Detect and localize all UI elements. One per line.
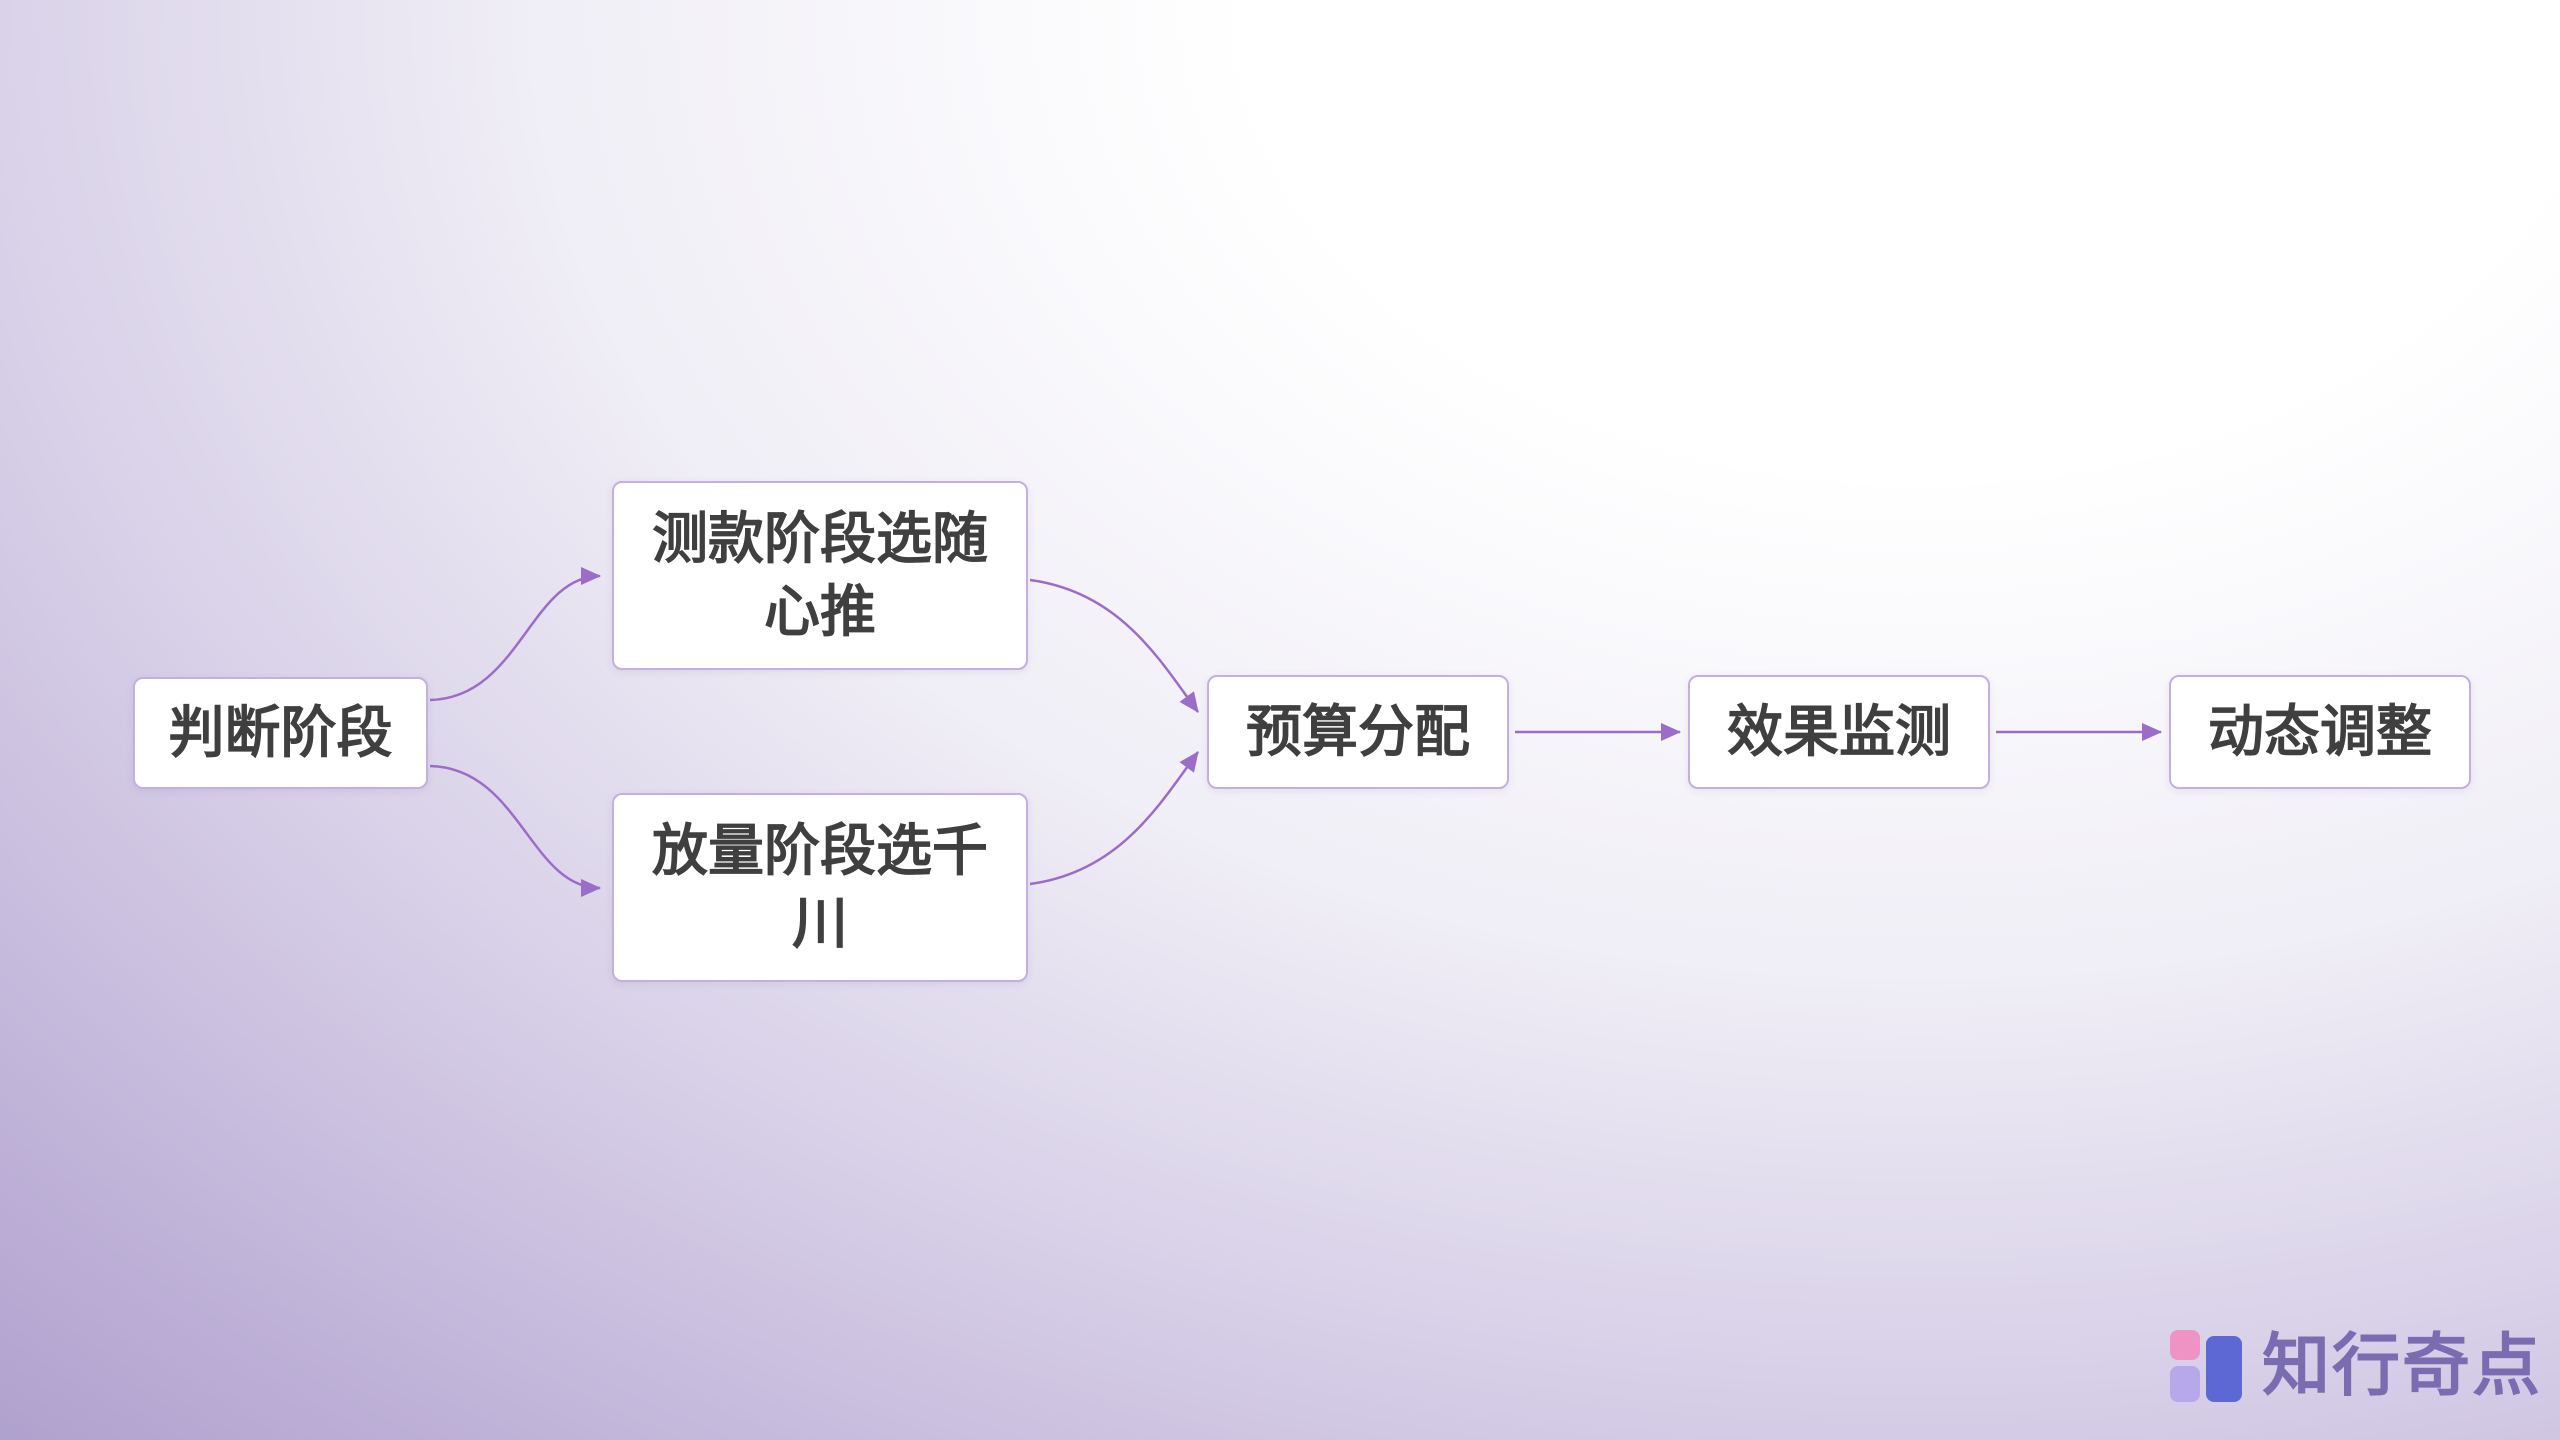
flow-node-dynamic-adjustment: 动态调整 — [2169, 675, 2471, 789]
flow-node-label: 测款阶段选随心推 — [652, 506, 988, 643]
flow-node-effect-monitoring: 效果监测 — [1688, 675, 1990, 789]
edge-volume-to-budget-arrow — [1029, 751, 1200, 886]
flow-node-label: 预算分配 — [1246, 699, 1470, 763]
flow-node-volume-stage: 放量阶段选千川 — [612, 793, 1028, 982]
logo-tile-pink — [2169, 1330, 2200, 1360]
flow-node-budget-allocation: 预算分配 — [1207, 675, 1509, 789]
logo-tile-indigo — [2205, 1336, 2242, 1402]
flow-node-label: 动态调整 — [2208, 699, 2432, 763]
brand-logo: 知行奇点 — [2169, 1328, 2542, 1404]
brand-logo-text: 知行奇点 — [2261, 1328, 2542, 1404]
logo-tile-lavender — [2169, 1366, 2200, 1402]
brand-logo-icon — [2169, 1330, 2242, 1402]
flow-node-label: 效果监测 — [1727, 699, 1951, 763]
edge-judgment-to-volume-arrow — [429, 764, 602, 897]
edge-judgment-to-test-arrow — [429, 567, 602, 702]
flow-node-label: 判断阶段 — [168, 700, 393, 764]
flow-node-test-stage: 测款阶段选随心推 — [612, 481, 1028, 670]
flow-node-label: 放量阶段选千川 — [652, 818, 988, 955]
edge-test-to-budget-arrow — [1029, 578, 1200, 713]
flow-node-judgment-stage: 判断阶段 — [133, 677, 428, 789]
